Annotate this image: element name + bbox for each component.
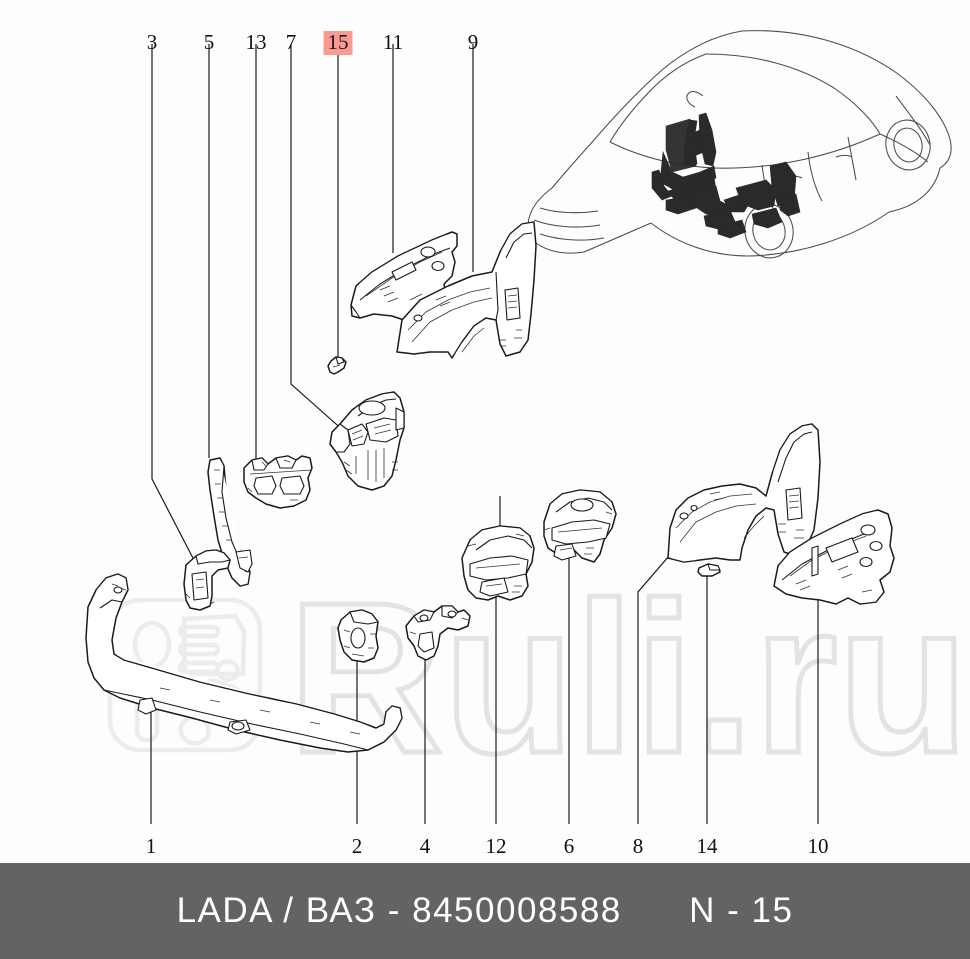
callout-2[interactable]: 2 [351,834,363,858]
callout-10[interactable]: 10 [807,834,829,858]
part-1-front-bumper-beam [85,573,403,753]
callout-11[interactable]: 11 [382,30,404,54]
part-14-clip-small [697,563,721,577]
callout-4[interactable]: 4 [419,834,431,858]
callout-12[interactable]: 12 [485,834,507,858]
leader-7 [290,44,346,433]
callout-5[interactable]: 5 [203,30,215,54]
leader-lines [150,44,819,824]
part-6-suspension-mount-panel [543,489,617,563]
callout-13[interactable]: 13 [245,30,267,54]
callout-8[interactable]: 8 [632,834,644,858]
part-10-front-side-member-right [773,509,895,605]
part-15-clip-bracket-small [327,356,347,375]
vehicle-illustration [527,30,952,259]
parts-diagram-canvas: .ln{stroke:#111;stroke-width:1.15;fill:n… [85,30,970,824]
callout-3[interactable]: 3 [146,30,158,54]
footer-bar: LADA / ВАЗ - 8450008588 N - 15 [0,863,970,959]
part-4-bracket-small-left [405,605,471,661]
part-8-front-wheel-arch-right [667,423,821,563]
part-3-bracket-left-lower [183,549,231,611]
callout-7[interactable]: 7 [285,30,297,54]
vehicle-highlight-front-structure [651,112,801,239]
part-13-mounting-bracket [243,455,313,509]
footer-part-label: LADA / ВАЗ - 8450008588 N - 15 [176,891,794,930]
callout-15[interactable]: 15 [323,31,353,55]
part-5-reinforcement-strip [207,457,253,587]
part-12-battery-tray-bracket [461,496,535,601]
callout-9[interactable]: 9 [467,30,479,54]
part-7-shock-tower-left [329,391,405,491]
leader-3 [151,44,196,563]
callout-14[interactable]: 14 [696,834,718,858]
part-2-bracket-right [337,609,379,663]
callout-6[interactable]: 6 [563,834,575,858]
callout-1[interactable]: 1 [145,834,157,858]
part-9-front-wheel-arch-left [396,221,537,359]
